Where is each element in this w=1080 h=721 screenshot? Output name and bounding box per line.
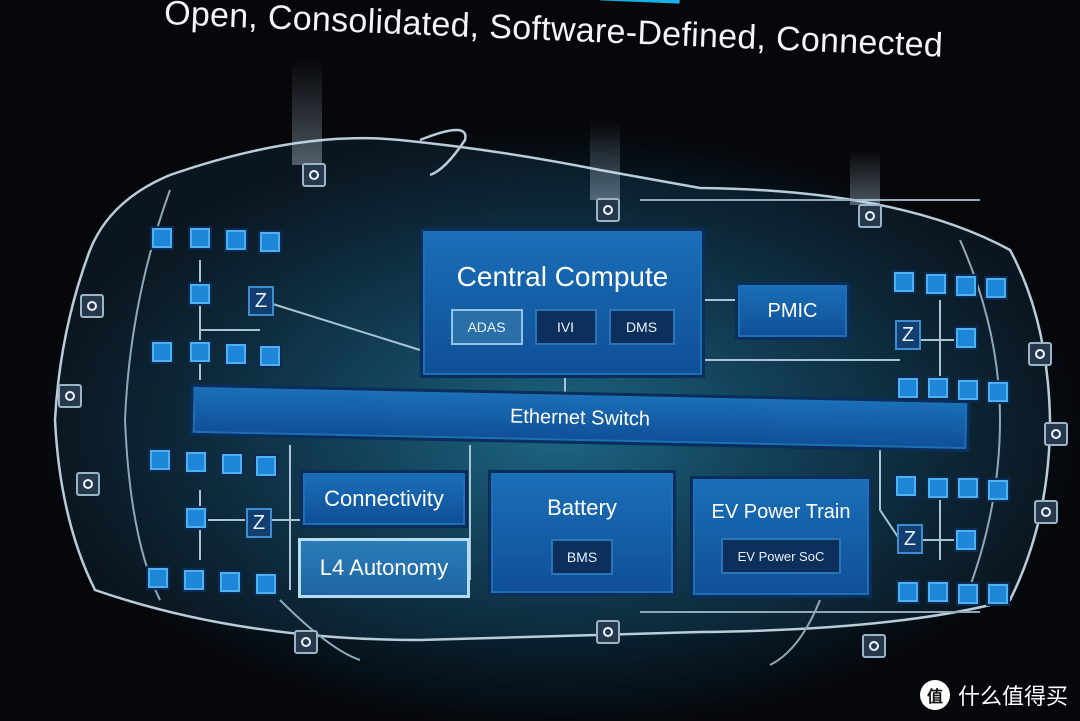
ev-power-soc-chip: EV Power SoC	[721, 538, 841, 574]
ecu-node	[926, 376, 950, 400]
ivi-chip: IVI	[534, 309, 597, 345]
ecu-node	[924, 272, 948, 296]
camera-sensor-icon	[596, 620, 620, 644]
ecu-node	[184, 450, 208, 474]
bms-chip: BMS	[551, 539, 613, 575]
sensor-beam	[590, 120, 620, 200]
central-compute-label: Central Compute	[456, 261, 669, 292]
battery-label: Battery	[547, 495, 617, 520]
camera-sensor-icon	[858, 204, 882, 228]
ecu-node	[956, 378, 980, 402]
camera-sensor-icon	[1028, 342, 1052, 366]
watermark-text: 什么值得买	[957, 684, 1068, 709]
zone-controller: Z	[895, 320, 921, 350]
ecu-node	[188, 226, 212, 250]
camera-sensor-icon	[302, 163, 326, 187]
ecu-node	[954, 326, 978, 350]
sensor-beam	[292, 60, 322, 165]
zone-controller: Z	[897, 524, 923, 554]
ecu-node	[146, 566, 170, 590]
ecu-node	[956, 582, 980, 606]
camera-sensor-icon	[76, 472, 100, 496]
ecu-node	[896, 376, 920, 400]
ecu-node	[254, 454, 278, 478]
ecu-node	[218, 570, 242, 594]
ecu-node	[224, 342, 248, 366]
pmic-block: PMIC	[735, 282, 850, 340]
ecu-node	[954, 274, 978, 298]
ecu-node	[926, 476, 950, 500]
camera-sensor-icon	[58, 384, 82, 408]
ecu-node	[894, 474, 918, 498]
ecu-node	[150, 226, 174, 250]
ecu-node	[258, 344, 282, 368]
watermark: 值 什么值得买	[919, 679, 1068, 711]
ecu-node	[148, 448, 172, 472]
ecu-node	[954, 528, 978, 552]
zone-controller: Z	[246, 508, 272, 538]
camera-sensor-icon	[1034, 500, 1058, 524]
ecu-node	[986, 582, 1010, 606]
camera-sensor-icon	[80, 294, 104, 318]
connectivity-block: Connectivity	[300, 470, 468, 528]
sensor-beam	[850, 150, 880, 205]
zone-controller: Z	[248, 286, 274, 316]
battery-block: Battery BMS	[488, 470, 676, 596]
ecu-node	[956, 476, 980, 500]
ecu-node	[224, 228, 248, 252]
ev-power-train-label: EV Power Train	[711, 501, 851, 523]
adas-chip: ADAS	[450, 309, 523, 345]
ecu-node	[984, 276, 1008, 300]
ecu-node	[150, 340, 174, 364]
ecu-node	[254, 572, 278, 596]
dms-chip: DMS	[608, 309, 675, 345]
ecu-node	[986, 380, 1010, 404]
ecu-node	[892, 270, 916, 294]
camera-sensor-icon	[862, 634, 886, 658]
ecu-node	[986, 478, 1010, 502]
ecu-node	[188, 340, 212, 364]
central-compute-block: Central Compute ADAS IVI DMS	[420, 228, 705, 378]
ecu-node	[926, 580, 950, 604]
ecu-node	[896, 580, 920, 604]
l4-autonomy-block: L4 Autonomy	[298, 538, 470, 598]
ecu-node	[220, 452, 244, 476]
camera-sensor-icon	[294, 630, 318, 654]
camera-sensor-icon	[1044, 422, 1068, 446]
ecu-node	[182, 568, 206, 592]
ecu-node	[184, 506, 208, 530]
watermark-logo-icon: 值	[919, 680, 950, 710]
ev-power-train-block: EV Power Train EV Power SoC	[690, 476, 872, 598]
ecu-node	[188, 282, 212, 306]
camera-sensor-icon	[596, 198, 620, 222]
ecu-node	[258, 230, 282, 254]
